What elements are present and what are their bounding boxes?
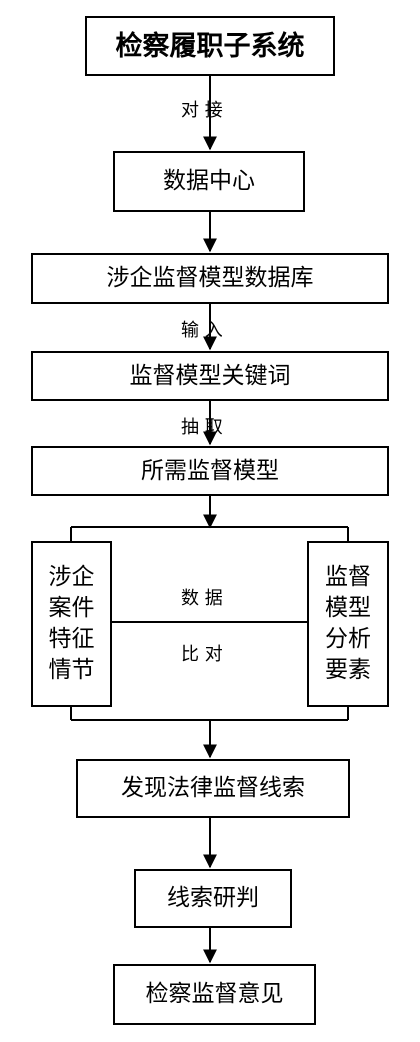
node-label: 监督模型分析要素 [325, 564, 371, 683]
node-label: 监督模型关键词 [129, 362, 291, 389]
node-opinion: 检察监督意见 [113, 964, 316, 1025]
node-clues: 发现法律监督线索 [76, 759, 350, 818]
edge-label-compare: 比 对 [181, 644, 223, 665]
node-keywords: 监督模型关键词 [31, 351, 389, 401]
node-label: 涉企监督模型数据库 [106, 265, 314, 291]
edge-label-extract: 抽 取 [181, 417, 223, 438]
edge-label-data: 数 据 [181, 588, 223, 609]
node-label: 所需监督模型 [141, 457, 279, 484]
node-label: 检察履职子系统 [115, 30, 305, 62]
node-clue-judge: 线索研判 [134, 869, 292, 928]
edge-label-connect: 对 接 [181, 100, 223, 121]
node-data-center: 数据中心 [113, 151, 305, 212]
node-label: 涉企案件特征情节 [48, 564, 95, 683]
node-top-system: 检察履职子系统 [85, 16, 335, 76]
node-label: 发现法律监督线索 [121, 775, 305, 801]
node-model-elements: 监督模型分析要素 [307, 541, 389, 707]
node-label: 线索研判 [167, 885, 259, 911]
edge-label-input: 输 入 [181, 320, 223, 341]
node-label: 数据中心 [163, 168, 255, 194]
node-label: 检察监督意见 [145, 981, 284, 1007]
node-needed-model: 所需监督模型 [31, 446, 389, 496]
node-model-db: 涉企监督模型数据库 [31, 253, 389, 304]
node-case-features: 涉企案件特征情节 [31, 541, 112, 707]
